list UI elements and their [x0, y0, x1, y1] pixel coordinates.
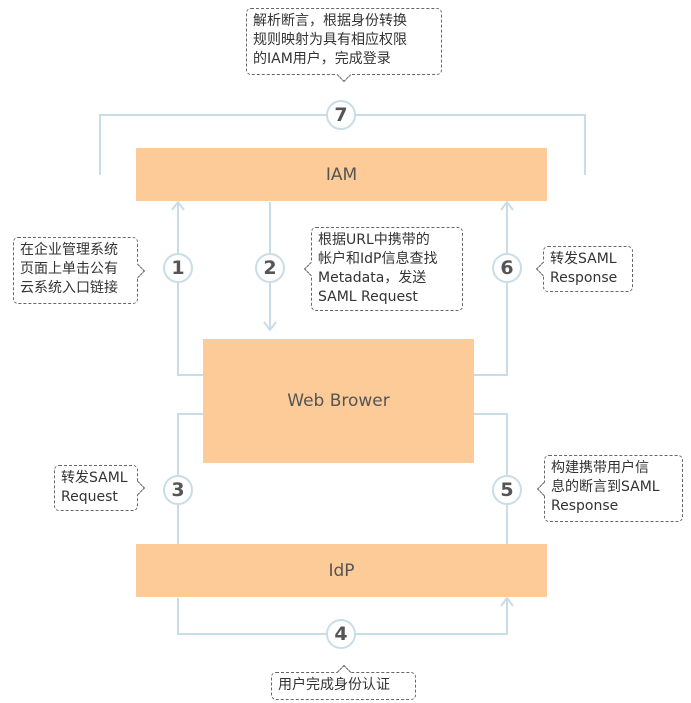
step-4-circle: 4	[326, 619, 356, 649]
step-1-circle: 1	[163, 253, 193, 283]
step-7-circle: 7	[326, 100, 356, 130]
step-4-number: 4	[334, 623, 348, 645]
step-2-circle: 2	[255, 253, 285, 283]
step-7-number: 7	[334, 104, 348, 126]
step-5-circle: 5	[492, 475, 522, 505]
step-5-note: 构建携带用户信 息的断言到SAML Response	[544, 455, 683, 522]
step-6-number: 6	[500, 257, 514, 279]
step-1-note: 在企业管理系统 页面上单击公有 云系统入口链接	[13, 237, 138, 304]
arrowhead-step-6	[500, 200, 514, 211]
iam-label: IAM	[325, 164, 358, 185]
iam-block: IAM	[136, 148, 547, 201]
arrowhead-step-2	[263, 321, 277, 332]
idp-label: IdP	[328, 560, 355, 581]
connector-step-1	[177, 202, 203, 376]
step-3-number: 3	[171, 479, 185, 501]
step-1-number: 1	[171, 257, 185, 279]
web-browser-label: Web Brower	[287, 391, 390, 411]
step-2-note: 根据URL中携带的 帐户和IdP信息查找 Metadata，发送 SAML Re…	[311, 227, 463, 311]
step-3-note: 转发SAML Request	[54, 465, 138, 511]
connector-step-6	[474, 202, 508, 376]
arrowhead-step-1	[171, 200, 185, 211]
step-6-circle: 6	[492, 253, 522, 283]
arrowhead-step-4	[500, 596, 514, 607]
web-browser-block: Web Brower	[203, 339, 474, 463]
step-6-note: 转发SAML Response	[543, 246, 633, 292]
step-7-note: 解析断言，根据身份转换 规则映射为具有相应权限 的IAM用户，完成登录	[246, 8, 442, 75]
step-2-number: 2	[263, 257, 277, 279]
step-3-circle: 3	[163, 475, 193, 505]
step-4-note: 用户完成身份认证	[271, 672, 416, 700]
step-5-number: 5	[500, 479, 514, 501]
idp-block: IdP	[136, 544, 547, 597]
